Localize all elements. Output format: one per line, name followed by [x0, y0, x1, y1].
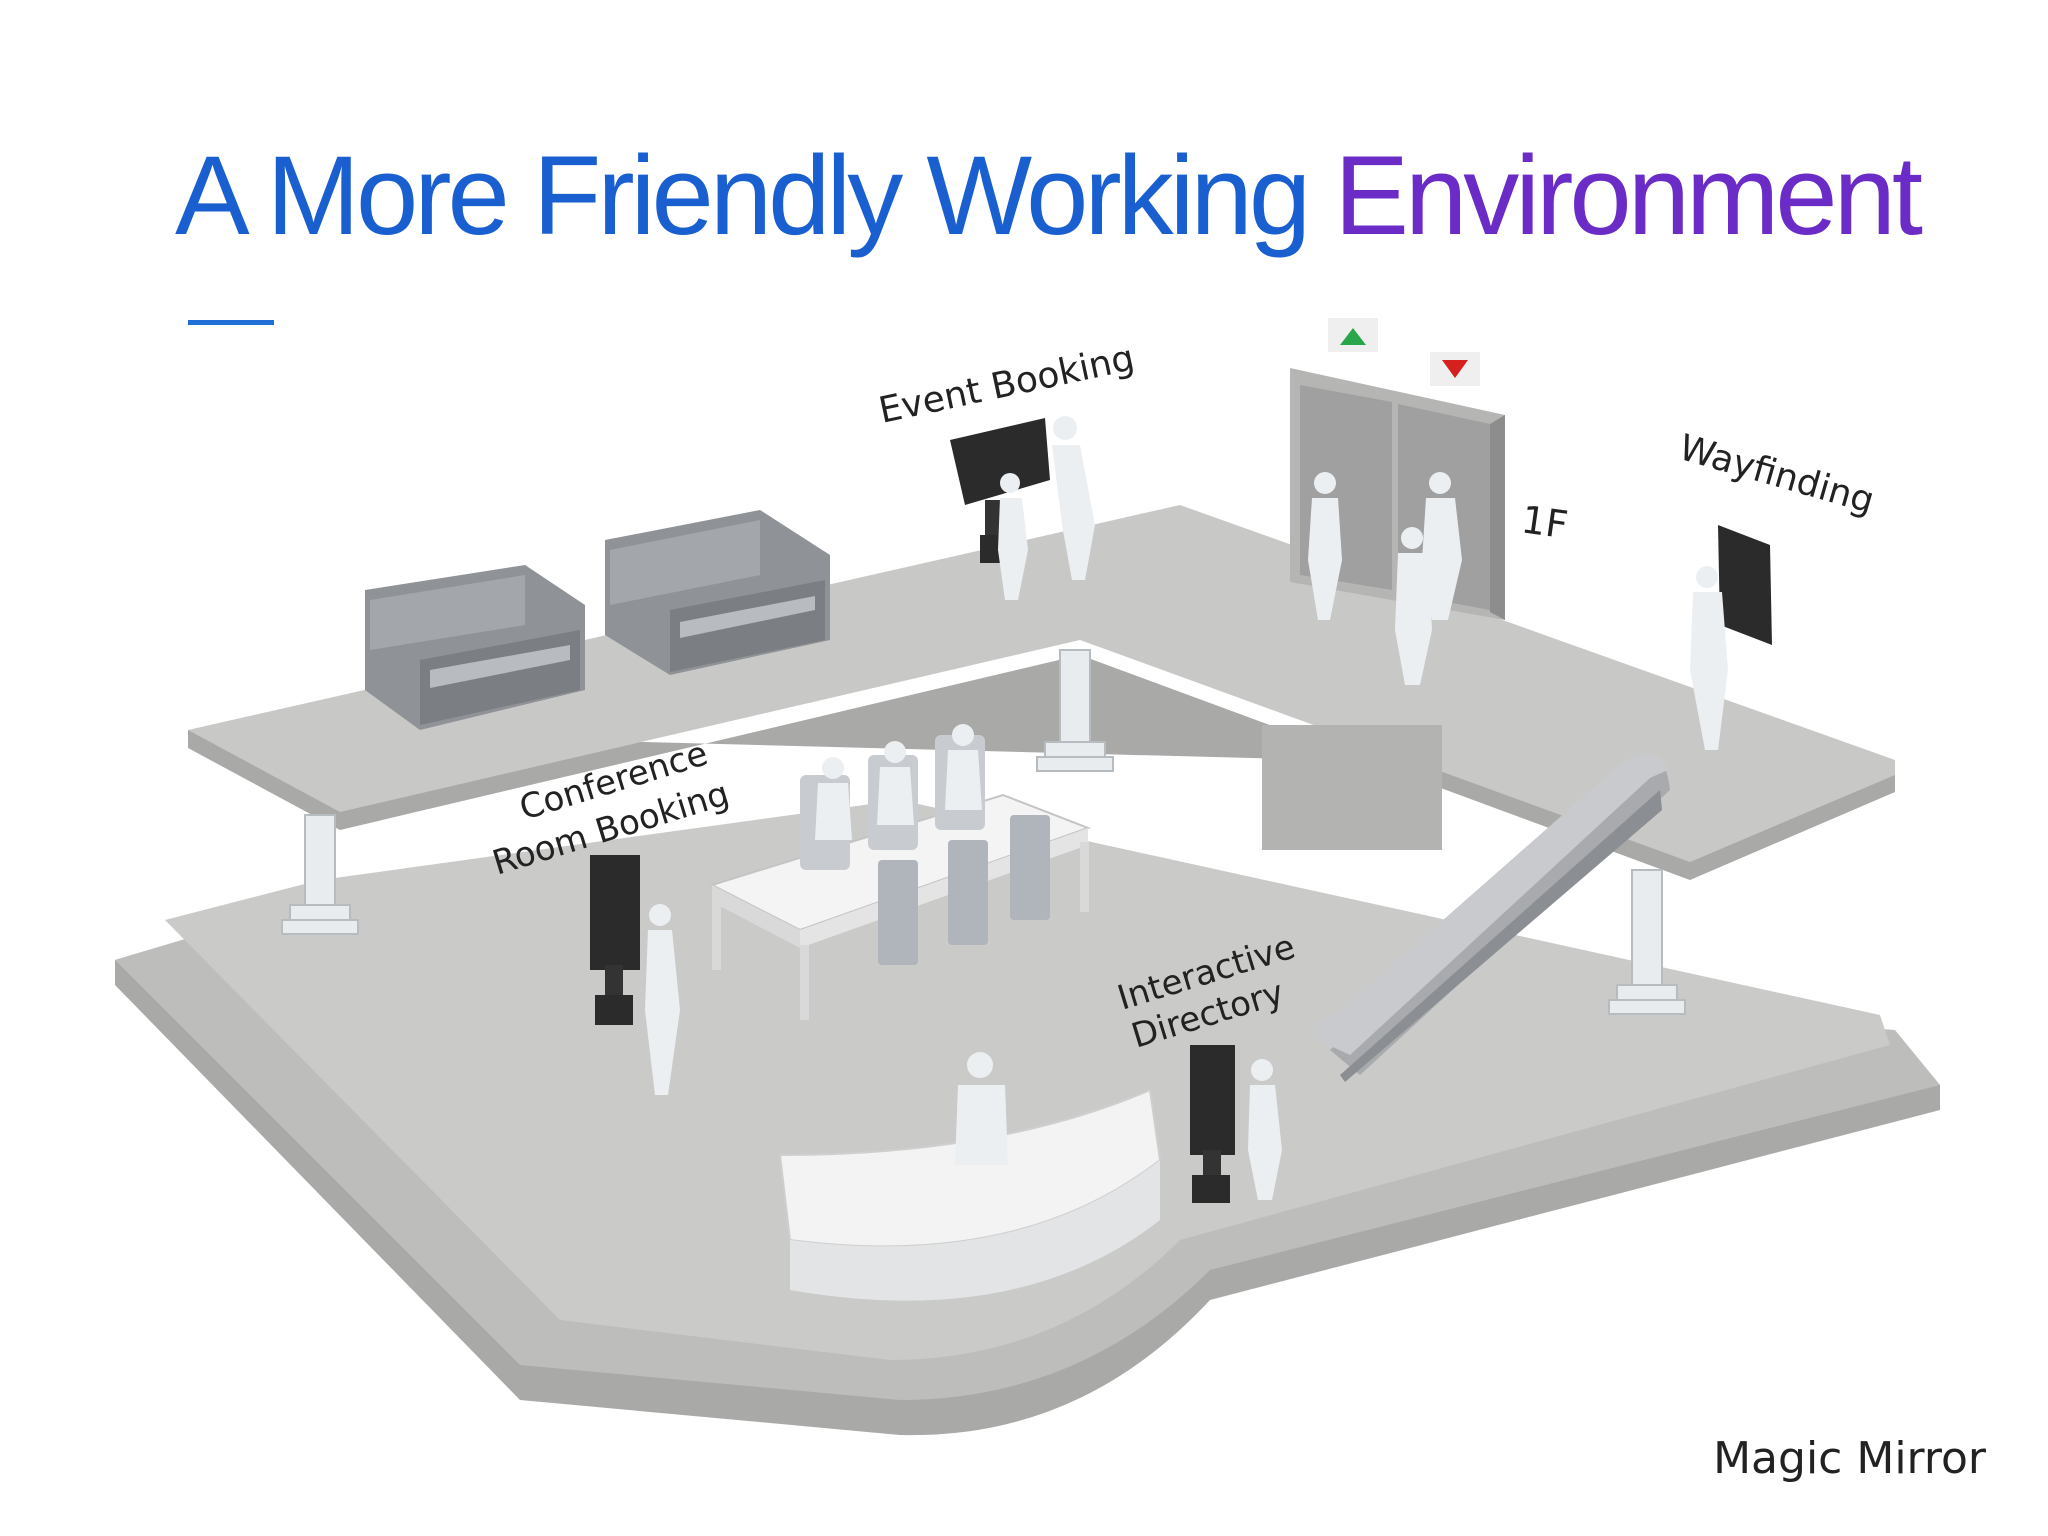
person-elevator-1 [1308, 472, 1342, 620]
sofa-right [605, 510, 830, 675]
person-reception [955, 1052, 1008, 1165]
down-arrow-icon [1442, 360, 1468, 378]
lower-elevator [1262, 725, 1442, 850]
escalator [1316, 754, 1670, 1082]
person-elevator-2 [1422, 472, 1462, 620]
kiosk-event-booking-icon [950, 418, 1050, 563]
column-right [1608, 869, 1686, 1015]
page-title: A More Friendly Working Environment [175, 140, 1923, 252]
brand-logo: Magic Mirror [1713, 1433, 1986, 1484]
reception-desk [778, 1088, 1162, 1301]
up-arrow-icon [1340, 328, 1366, 345]
person-wayfinding [1690, 566, 1728, 750]
person-event-1 [1052, 416, 1095, 580]
person-event-2 [998, 473, 1028, 600]
person-conference [645, 904, 680, 1095]
title-part-purple: Environment [1334, 133, 1923, 258]
elevator-doors [1290, 368, 1505, 620]
person-seated-1 [815, 757, 852, 840]
person-figures [645, 416, 1728, 1200]
person-elevator-3 [1395, 527, 1432, 685]
sofa-left [365, 565, 585, 730]
person-directory [1248, 1059, 1282, 1200]
kiosk-conference-icon [590, 855, 640, 1025]
person-seated-3 [945, 724, 982, 810]
title-part-blue: A More Friendly Working [175, 133, 1311, 258]
column-center [1036, 649, 1114, 772]
title-accent-line [188, 320, 274, 325]
conference-chairs-front [878, 815, 1050, 965]
label-event-booking: Event Booking [875, 338, 1138, 432]
label-floor-1f: 1F [1519, 497, 1571, 547]
column-left [281, 814, 359, 935]
kiosk-wayfinding-icon [1718, 525, 1772, 645]
person-seated-2 [877, 741, 914, 825]
kiosk-directory-icon [1190, 1045, 1235, 1203]
label-wayfinding: Wayfinding [1675, 427, 1879, 522]
upper-floor [188, 505, 1895, 862]
